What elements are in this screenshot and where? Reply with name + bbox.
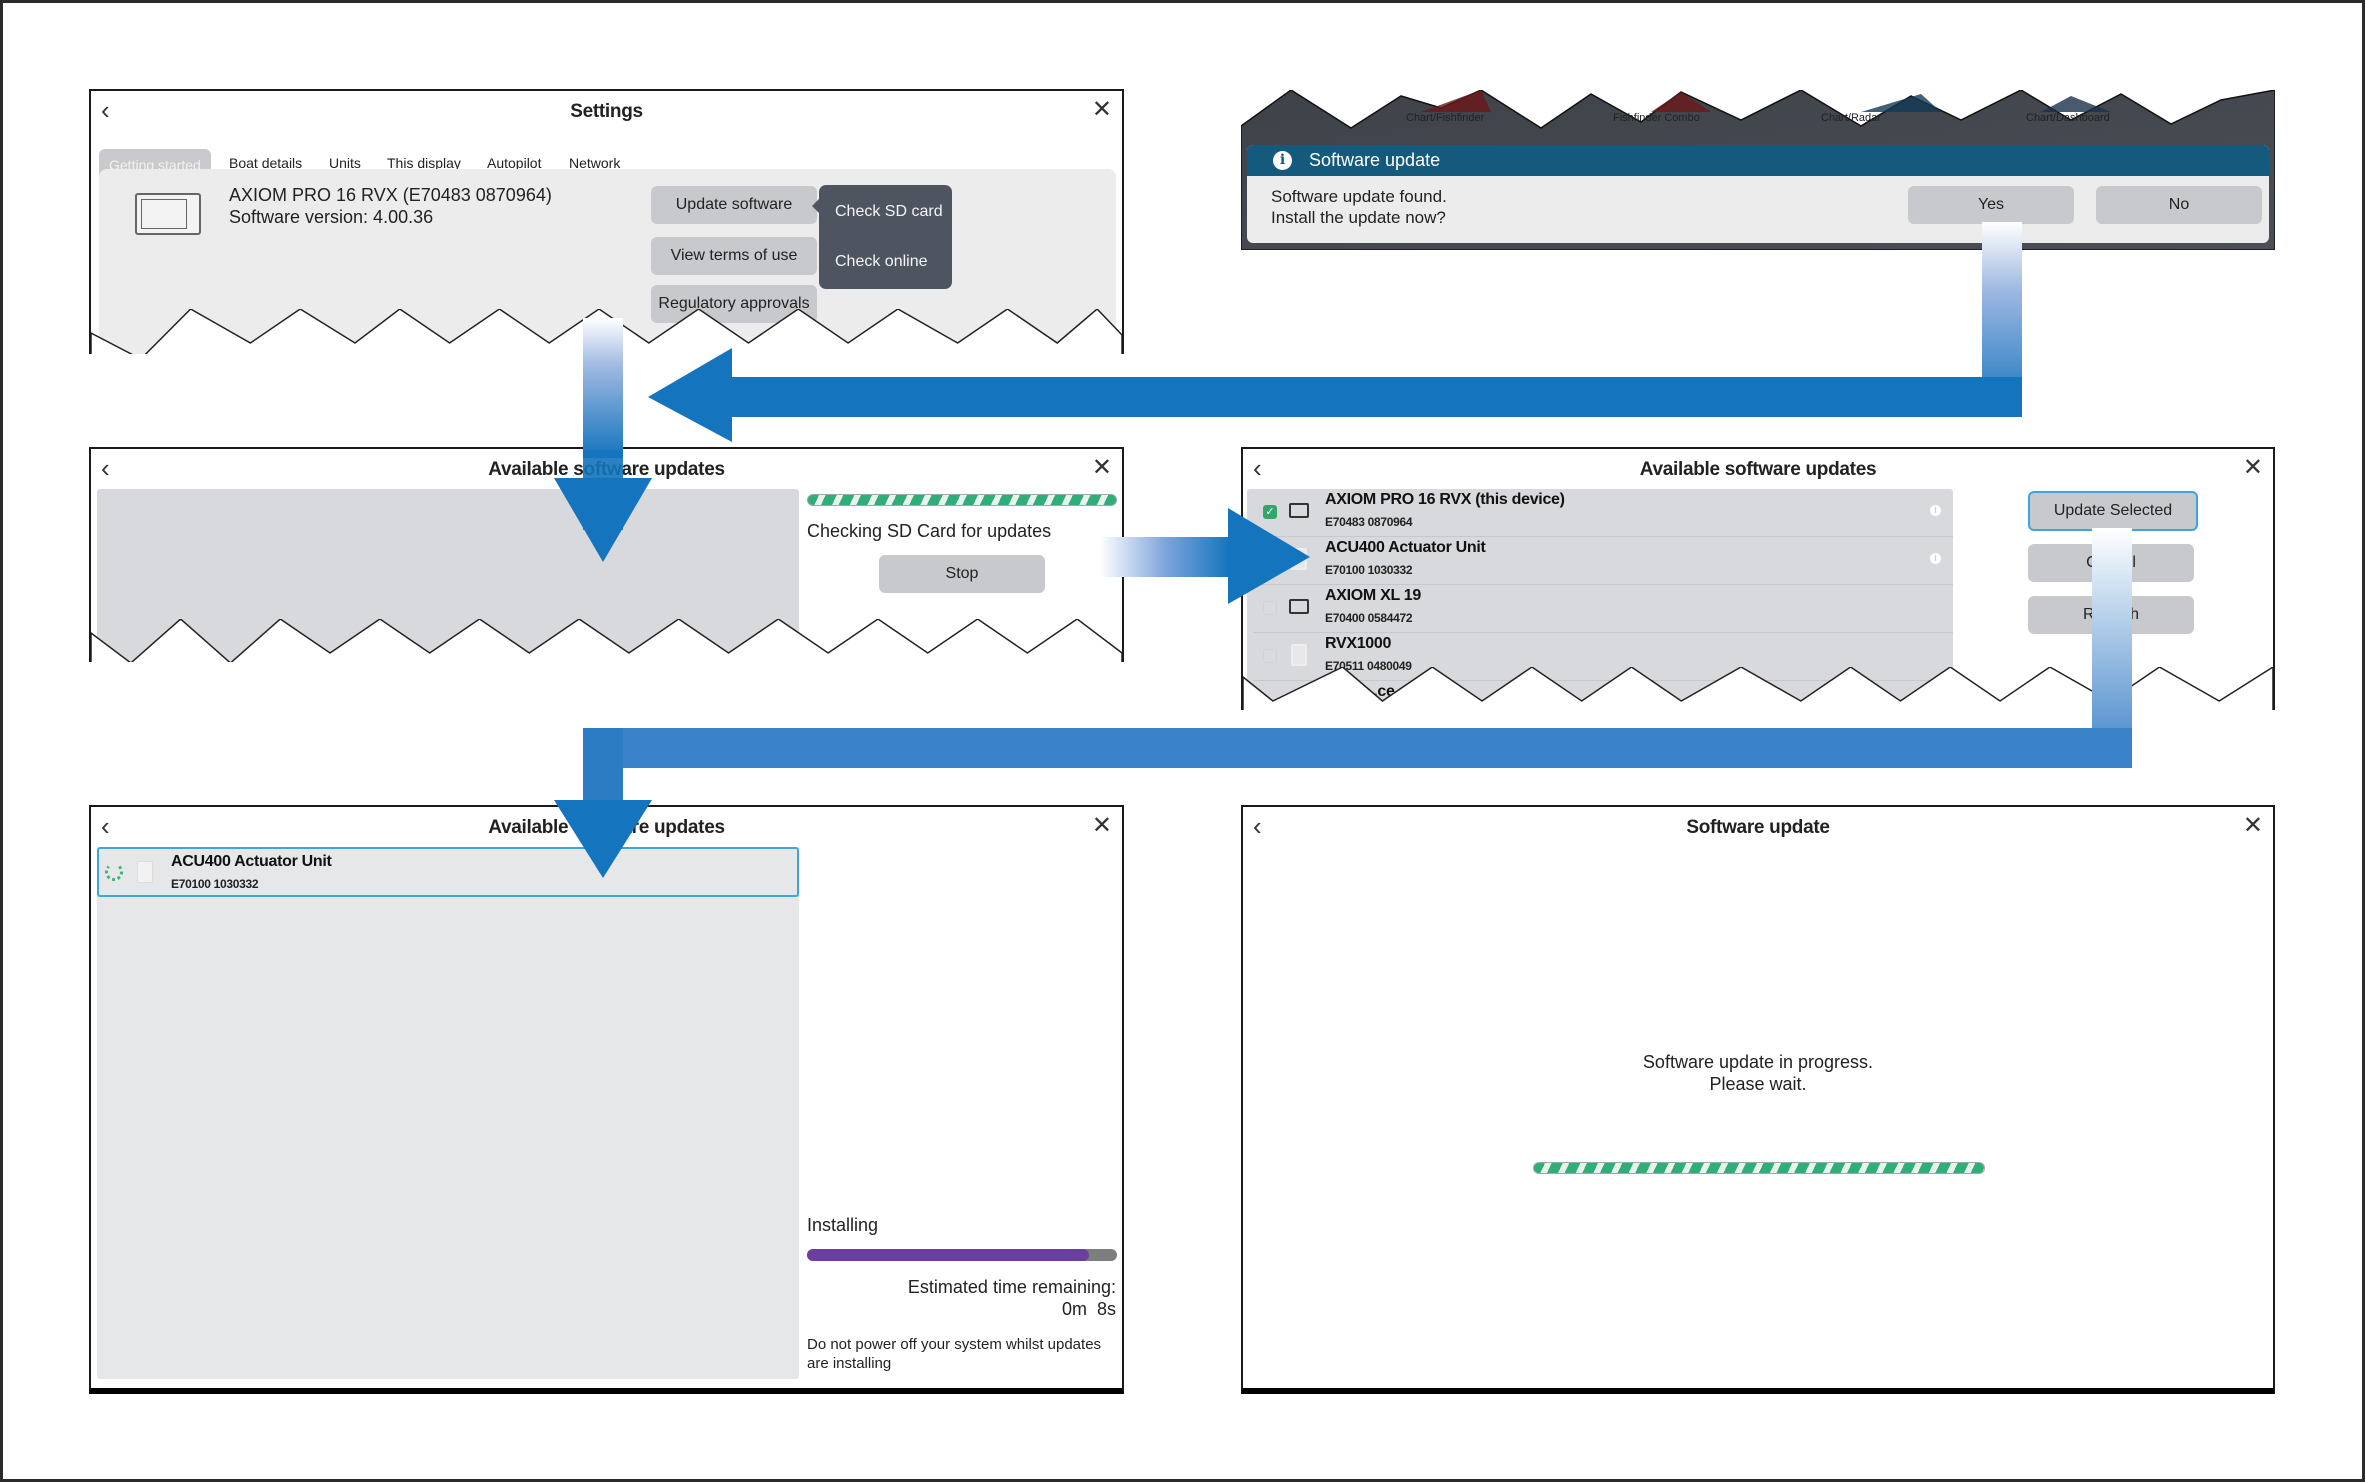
check-sd-card-option[interactable]: Check SD card xyxy=(835,203,943,220)
eta-label: Estimated time remaining: xyxy=(907,1277,1116,1297)
dialog-message-line2: Install the update now? xyxy=(1271,208,1446,227)
back-icon[interactable]: ‹ xyxy=(1253,453,1262,483)
device-name: ...ce ...ter xyxy=(1365,683,1431,700)
progress-message-line2: Please wait. xyxy=(1709,1074,1807,1094)
power-warning: Do not power off your system whilst upda… xyxy=(807,1336,1102,1372)
installing-device-row[interactable]: ACU400 Actuator Unit E70100 1030332 xyxy=(97,847,799,897)
tab-boat-details[interactable]: Boat details xyxy=(229,155,303,171)
checkbox-checked[interactable]: ✓ xyxy=(1263,505,1277,519)
install-progress-track xyxy=(807,1249,1117,1261)
checking-status: Checking SD Card for updates xyxy=(807,521,1052,541)
display-device-icon xyxy=(1289,503,1309,518)
device-name: ACU400 Actuator Unit xyxy=(171,853,332,870)
actuator-device-icon xyxy=(137,861,153,883)
spinner-icon xyxy=(105,863,123,881)
device-serial: E70100 1030332 xyxy=(1325,563,1413,577)
regulatory-approvals-button[interactable]: Regulatory approvals xyxy=(651,285,817,323)
info-icon: i xyxy=(1273,151,1292,170)
list-item[interactable]: ✓ AXIOM PRO 16 RVX (this device) E70483 … xyxy=(1253,489,1953,537)
progress-message-line1: Software update in progress. xyxy=(1642,1052,1874,1072)
software-version: Software version: 4.00.36 xyxy=(229,207,434,227)
device-list-area xyxy=(97,847,799,1379)
checking-title: Available software updates xyxy=(488,459,725,480)
tab-units[interactable]: Units xyxy=(329,155,361,171)
sonar-device-icon xyxy=(1291,644,1307,666)
device-list: ✓ AXIOM PRO 16 RVX (this device) E70483 … xyxy=(1247,489,1953,710)
tile-label-fishfinder-combo[interactable]: Fishfinder Combo xyxy=(1613,112,1700,124)
display-device-icon xyxy=(135,193,201,235)
device-serial: E70400 0584472 xyxy=(1325,611,1413,625)
list-item[interactable]: AXIOM XL 19 E70400 0584472 xyxy=(1253,585,1953,633)
refresh-button[interactable]: Refresh xyxy=(2028,596,2194,634)
tile-label-chart-dashboard[interactable]: Chart/Dashboard xyxy=(2026,112,2110,124)
back-icon[interactable]: ‹ xyxy=(101,95,110,125)
tab-network[interactable]: Network xyxy=(569,155,621,171)
checkbox[interactable] xyxy=(1263,553,1277,567)
info-icon[interactable]: i xyxy=(1930,505,1941,516)
no-button[interactable]: No xyxy=(2096,186,2262,224)
back-icon[interactable]: ‹ xyxy=(101,453,110,483)
device-serial: E70100 1030332 xyxy=(171,877,259,891)
device-name: ACU400 Actuator Unit xyxy=(1325,539,1486,556)
dialog-header: i Software update xyxy=(1247,145,2269,176)
close-icon[interactable]: ✕ xyxy=(2242,454,2263,481)
close-icon[interactable]: ✕ xyxy=(1091,812,1112,839)
installing-panel: ‹ Available software updates ✕ ACU400 Ac… xyxy=(89,805,1124,1394)
tab-this-display[interactable]: This display xyxy=(387,155,461,171)
close-icon[interactable]: ✕ xyxy=(2242,812,2263,839)
close-icon[interactable]: ✕ xyxy=(1091,454,1112,481)
checkbox[interactable] xyxy=(1263,649,1277,663)
tile-label-chart-fishfinder[interactable]: Chart/Fishfinder xyxy=(1406,112,1485,124)
device-serial: E70511 0480049 xyxy=(1325,659,1412,673)
install-progress-fill xyxy=(807,1249,1090,1261)
device-name: RVX1000 xyxy=(1325,635,1392,652)
checkbox[interactable] xyxy=(1263,601,1277,615)
device-list-area xyxy=(97,489,799,662)
cancel-button[interactable]: Cancel xyxy=(2028,544,2194,582)
check-online-option[interactable]: Check online xyxy=(835,253,928,270)
eta-value: 0m 8s xyxy=(1061,1299,1116,1319)
back-icon[interactable]: ‹ xyxy=(1253,811,1262,841)
update-progress-bar xyxy=(1533,1162,1985,1174)
checking-progress-bar xyxy=(807,494,1117,506)
list-item[interactable]: ACU400 Actuator Unit E70100 1030332 i xyxy=(1253,537,1953,585)
update-selected-button[interactable]: Update Selected xyxy=(2028,491,2198,531)
device-name: AXIOM PRO 16 RVX (this device) xyxy=(1325,491,1565,508)
back-icon[interactable]: ‹ xyxy=(101,811,110,841)
list-item[interactable]: RVX1000 E70511 0480049 xyxy=(1253,633,1953,681)
software-update-dialog: i Software update Software update found.… xyxy=(1247,145,2269,243)
tab-autopilot[interactable]: Autopilot xyxy=(487,155,542,171)
view-terms-button[interactable]: View terms of use xyxy=(651,237,817,275)
installing-status: Installing xyxy=(807,1215,879,1235)
device-serial: E70483 0870964 xyxy=(1325,515,1413,529)
update-software-button[interactable]: Update software xyxy=(651,186,817,224)
final-title: Software update xyxy=(1686,817,1830,838)
dialog-title: Software update xyxy=(1309,150,1441,170)
device-info-card: AXIOM PRO 16 RVX (E70483 0870964) Softwa… xyxy=(99,169,1116,354)
updates-title: Available software updates xyxy=(1639,459,1877,480)
dialog-panel: Chart/Fishfinder Fishfinder Combo Chart/… xyxy=(1241,90,2275,250)
list-item[interactable]: ...ce ...ter xyxy=(1253,681,1953,710)
installing-title: Available software updates xyxy=(488,817,725,838)
tile-label-chart-radar[interactable]: Chart/Radar xyxy=(1821,112,1881,124)
checking-panel: ‹ Available software updates ✕ Checking … xyxy=(89,447,1124,662)
device-name: AXIOM PRO 16 RVX (E70483 0870964) xyxy=(229,185,552,205)
info-icon[interactable]: i xyxy=(1930,553,1941,564)
updates-panel: ‹ Available software updates ✕ ✓ AXIOM P… xyxy=(1241,447,2275,710)
actuator-device-icon xyxy=(1291,548,1307,570)
display-device-icon xyxy=(1289,599,1309,614)
update-source-popup: Check SD card Check online xyxy=(812,185,952,289)
settings-title: Settings xyxy=(570,101,643,122)
device-name: AXIOM XL 19 xyxy=(1325,587,1421,604)
close-icon[interactable]: ✕ xyxy=(1091,96,1112,123)
final-panel: ‹ Software update ✕ Software update in p… xyxy=(1241,805,2275,1394)
dialog-message-line1: Software update found. xyxy=(1271,187,1447,206)
settings-panel: ‹ Settings ✕ Getting started Boat detail… xyxy=(89,89,1124,354)
yes-button[interactable]: Yes xyxy=(1908,186,2074,224)
stop-button[interactable]: Stop xyxy=(879,555,1045,593)
